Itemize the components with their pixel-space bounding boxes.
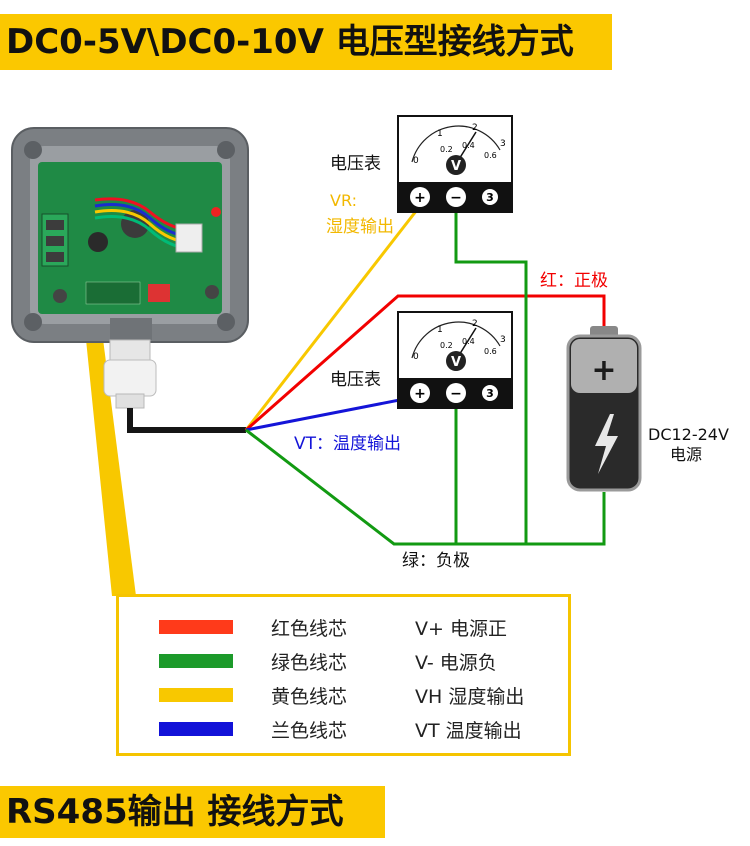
battery-icon: + <box>566 326 642 492</box>
green-wire-power <box>245 428 606 546</box>
legend-swatch-green <box>159 654 233 668</box>
legend-name: 绿色线芯 <box>271 652 348 674</box>
green-wire-label: 绿：负极 <box>402 551 470 571</box>
meter-bottom-symbol: V <box>451 355 461 370</box>
blue-wire <box>245 394 421 432</box>
cable-gland <box>103 339 157 409</box>
meter-bottom-label: 电压表 <box>330 370 381 390</box>
meter-top-symbol: V <box>451 159 461 174</box>
meter-top-scale-3: 3 <box>500 139 506 149</box>
black-cable <box>127 408 246 433</box>
power-voltage-label: DC12-24V <box>648 425 729 444</box>
legend-desc: VH 湿度输出 <box>415 686 525 708</box>
legend-row-blue: 兰色线芯 VT 温度输出 <box>119 713 568 743</box>
meter-top-3: 3 <box>486 191 494 204</box>
meter-top-label: 电压表 <box>330 154 381 174</box>
meter-top-scale-04: 0.4 <box>462 141 475 150</box>
green-wire-meter-top <box>454 206 528 544</box>
vr-label-1: VR: <box>330 191 357 210</box>
vr-label-2: 湿度输出 <box>326 217 394 237</box>
red-wire-label: 红：正极 <box>540 271 608 291</box>
callout-pointer <box>82 300 136 596</box>
meter-bottom-scale-06: 0.6 <box>484 347 497 356</box>
meter-bottom-scale-1: 1 <box>437 325 443 335</box>
meter-bottom-scale-3: 3 <box>500 335 506 345</box>
meter-top-scale-1: 1 <box>437 129 443 139</box>
meter-top-plus: + <box>414 190 426 206</box>
meter-bottom-minus: − <box>450 386 462 402</box>
legend-desc: V- 电源负 <box>415 652 497 674</box>
legend-row-yellow: 黄色线芯 VH 湿度输出 <box>119 679 568 709</box>
meter-bottom-3: 3 <box>486 387 494 400</box>
power-label: 电源 <box>670 445 702 464</box>
legend-name: 黄色线芯 <box>271 686 348 708</box>
meter-top-scale-2: 2 <box>472 123 478 133</box>
legend-row-green: 绿色线芯 V- 电源负 <box>119 645 568 675</box>
meter-top-minus: − <box>450 190 462 206</box>
meter-bottom-scale-02: 0.2 <box>440 341 453 350</box>
legend-swatch-yellow <box>159 688 233 702</box>
meter-top-scale-06: 0.6 <box>484 151 497 160</box>
voltmeter-top: 0 1 2 3 0.2 0.4 0.6 V + − 3 <box>397 115 513 213</box>
meter-bottom-plus: + <box>414 386 426 402</box>
meter-bottom-scale-0: 0 <box>413 352 419 362</box>
yellow-wire <box>244 205 422 431</box>
legend-swatch-red <box>159 620 233 634</box>
legend-name: 兰色线芯 <box>271 720 348 742</box>
voltmeter-bottom: 0 1 2 3 0.2 0.4 0.6 V + − 3 <box>397 311 513 409</box>
page-title: DC0-5V\DC0-10V 电压型接线方式 <box>0 14 612 70</box>
legend-row-red: 红色线芯 V+ 电源正 <box>119 611 568 641</box>
red-wire <box>245 294 606 432</box>
meter-top-scale-02: 0.2 <box>440 145 453 154</box>
legend-desc: VT 温度输出 <box>415 720 522 742</box>
meter-top-scale-0: 0 <box>413 156 419 166</box>
battery-plus: + <box>591 353 616 388</box>
vt-label: VT：温度输出 <box>294 434 401 454</box>
section-title: RS485输出 接线方式 <box>0 786 385 838</box>
legend-name: 红色线芯 <box>271 618 348 640</box>
legend-swatch-blue <box>159 722 233 736</box>
meter-bottom-scale-04: 0.4 <box>462 337 475 346</box>
color-legend: 红色线芯 V+ 电源正 绿色线芯 V- 电源负 黄色线芯 VH 湿度输出 兰色线… <box>116 594 571 756</box>
legend-desc: V+ 电源正 <box>415 618 507 640</box>
meter-bottom-scale-2: 2 <box>472 319 478 329</box>
sensor-device <box>11 127 249 343</box>
